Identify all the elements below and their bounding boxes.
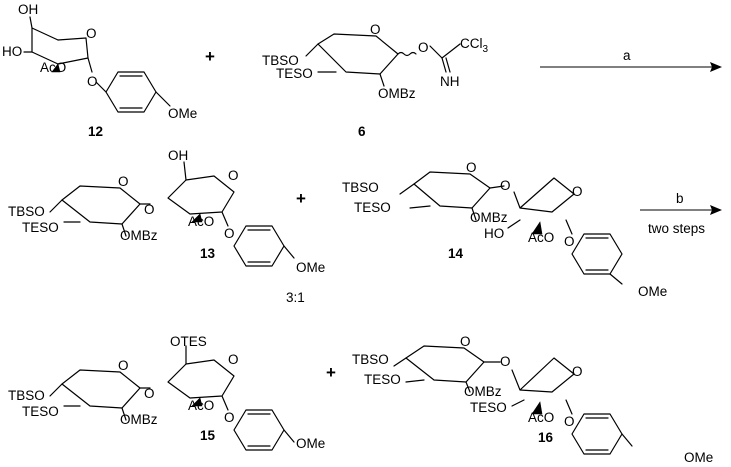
compound-16-structure: O TBSO TESO OMBz O O TESO AcO O OMe 16 xyxy=(352,334,713,465)
plus-sign-1: + xyxy=(205,47,215,66)
compound-15-tbso-label: TBSO xyxy=(8,388,45,403)
compound-13-teso-label: TESO xyxy=(22,220,59,235)
compound-6-ccl3-label: CCl3 xyxy=(460,36,489,55)
compound-13-structure: O TBSO TESO OMBz O O OH AcO O OMe 13 xyxy=(8,148,325,275)
compound-16-ring-oxygen-2: O xyxy=(572,364,583,379)
compound-15-anomeric-o: O xyxy=(224,410,235,425)
compound-14-glycosidic-o: O xyxy=(500,178,511,193)
plus-sign-2: + xyxy=(296,189,306,208)
condition-b-label: b xyxy=(676,191,684,206)
compound-6-teso-label: TESO xyxy=(276,66,313,81)
compound-16-number: 16 xyxy=(538,430,554,445)
compound-16-ome-label: OMe xyxy=(684,450,713,465)
compound-15-teso-label: TESO xyxy=(22,404,59,419)
compound-14-tbso-label: TBSO xyxy=(342,180,379,195)
compound-12-oh-label: OH xyxy=(18,2,38,17)
compound-15-ring-oxygen-1: O xyxy=(118,358,129,373)
compound-13-aco-label: AcO xyxy=(188,214,214,229)
compound-13-oh-label: OH xyxy=(168,148,188,163)
compound-12-ome-label: OMe xyxy=(168,106,197,121)
compound-16-ring-oxygen-1: O xyxy=(460,334,471,349)
compound-13-ombz-label: OMBz xyxy=(120,228,158,243)
compound-15-structure: O TBSO TESO OMBz O O OTES AcO O OMe 15 xyxy=(8,334,325,451)
compound-15-ring-oxygen-2: O xyxy=(228,352,239,367)
compound-12-ring-oxygen: O xyxy=(86,26,97,41)
compound-6-number: 6 xyxy=(358,124,366,139)
compound-13-glycosidic-o: O xyxy=(144,202,155,217)
compound-16-glycosidic-o: O xyxy=(500,354,511,369)
compound-13-ring-oxygen-2: O xyxy=(228,168,239,183)
compound-14-structure: O TBSO TESO OMBz O O HO AcO O OMe 14 xyxy=(342,160,667,299)
compound-12-aco-label: AcO xyxy=(40,60,66,75)
compound-13-anomeric-o: O xyxy=(224,226,235,241)
compound-15-glycosidic-o: O xyxy=(144,386,155,401)
compound-12-ho-label: HO xyxy=(2,44,22,59)
compound-16-ombz-label: OMBz xyxy=(464,384,502,399)
compound-14-ho-label: HO xyxy=(484,226,504,241)
reaction-arrow-b: b two steps xyxy=(640,191,722,236)
compound-14-aco-label: AcO xyxy=(528,230,554,245)
compound-14-number: 14 xyxy=(448,246,464,261)
compound-12-anomeric-o: O xyxy=(87,74,98,89)
compound-16-teso-label: TESO xyxy=(364,372,401,387)
compound-6-ring-oxygen: O xyxy=(370,22,381,37)
compound-6-tbso-label: TBSO xyxy=(262,53,299,68)
compound-15-ombz-label: OMBz xyxy=(120,412,158,427)
condition-b-subtitle: two steps xyxy=(648,221,705,236)
compound-16-teso-label-2: TESO xyxy=(470,400,507,415)
plus-sign-3: + xyxy=(326,363,336,382)
compound-12-number: 12 xyxy=(88,124,103,139)
compound-16-anomeric-o: O xyxy=(564,414,575,429)
compound-14-ring-oxygen-2: O xyxy=(572,184,583,199)
compound-14-anomeric-o: O xyxy=(564,234,575,249)
compound-12-structure: O OH HO AcO O OMe 12 xyxy=(2,2,197,139)
compound-13-number: 13 xyxy=(200,246,216,261)
compound-15-ome-label: OMe xyxy=(296,436,325,451)
compound-15-otes-label: OTES xyxy=(170,334,207,349)
compound-6-imidate-oxygen: O xyxy=(418,40,429,55)
compound-14-ring-oxygen-1: O xyxy=(466,160,477,175)
compound-15-aco-label: AcO xyxy=(188,398,214,413)
compound-6-structure: O TBSO TESO OMBz O CCl3 NH 6 xyxy=(262,22,489,139)
compound-13-tbso-label: TBSO xyxy=(8,204,45,219)
compound-13-ring-oxygen-1: O xyxy=(118,174,129,189)
compound-16-tbso-label: TBSO xyxy=(352,352,389,367)
compound-14-teso-label: TESO xyxy=(354,200,391,215)
compound-6-ombz-label: OMBz xyxy=(378,86,416,101)
compound-6-nh-label: NH xyxy=(440,74,460,89)
compound-16-aco-label: AcO xyxy=(528,410,554,425)
condition-a-label: a xyxy=(623,48,631,63)
compound-14-ome-label: OMe xyxy=(638,284,667,299)
ratio-label: 3:1 xyxy=(286,290,305,305)
compound-13-ome-label: OMe xyxy=(296,260,325,275)
compound-14-ombz-label: OMBz xyxy=(470,210,508,225)
reaction-arrow-a: a xyxy=(540,48,722,72)
compound-15-number: 15 xyxy=(200,428,216,443)
